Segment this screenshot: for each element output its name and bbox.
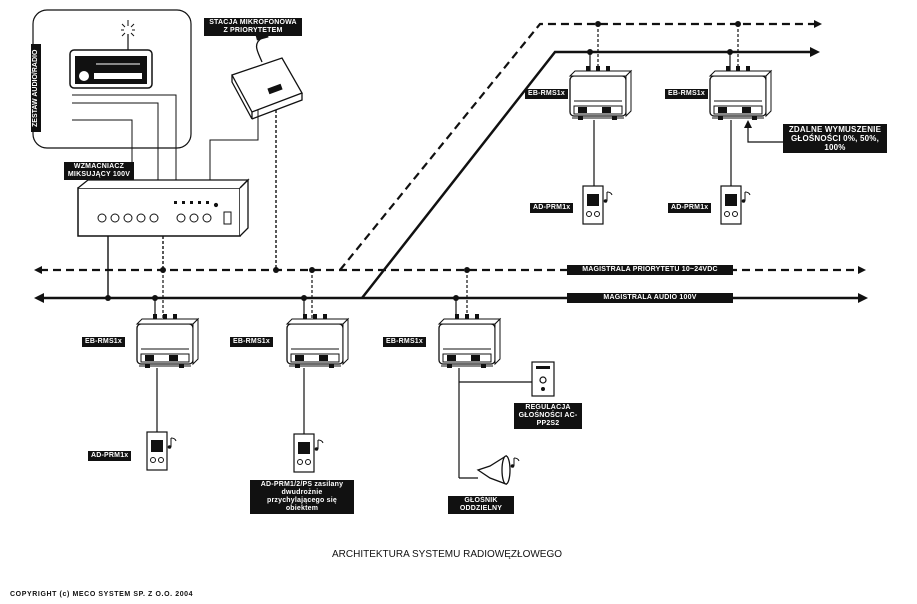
eb-rms-module-icon xyxy=(286,313,349,369)
bus-junctions xyxy=(105,21,741,301)
diagram-title: ARCHITEKTURA SYSTEMU RADIOWĘZŁOWEGO xyxy=(332,549,563,560)
amplifier-label: WZMACNIACZ MIKSUJĄCY 100V xyxy=(64,162,134,180)
upper-priority-bus xyxy=(339,20,822,271)
ad-prm-label: AD-PRM1x xyxy=(668,203,712,213)
bus-connections xyxy=(107,110,277,298)
wall-speaker-icon xyxy=(720,185,751,225)
eb-rms-module-icon xyxy=(569,65,632,121)
eb-rms-label: EB-RMS1x xyxy=(665,89,708,99)
wall-speaker-icon xyxy=(582,185,613,225)
wall-speaker-icon xyxy=(293,433,324,473)
eb-rms-label: EB-RMS1x xyxy=(82,337,125,347)
volume-control-icon xyxy=(531,361,555,397)
upper-audio-bus xyxy=(361,47,820,299)
volume-control-label: REGULACJA GŁOŚNOŚCI AC-PP2S2 xyxy=(514,403,582,429)
ad-prm-label: AD-PRM1x xyxy=(530,203,574,213)
arrow-up-icon xyxy=(744,120,752,128)
mic-station-label: STACJA MIKROFONOWA Z PRIORYTETEM xyxy=(204,18,302,36)
eb-rms-label: EB-RMS1x xyxy=(383,337,426,347)
desk-microphone-icon xyxy=(231,31,303,120)
eb-rms-label: EB-RMS1x xyxy=(230,337,273,347)
ad-prm-label: AD-PRM1x xyxy=(88,451,132,461)
upper-module-drops xyxy=(589,24,739,76)
eb-rms-module-icon xyxy=(136,313,199,369)
receiver-label: ZESTAW AUDIO/RADIO xyxy=(31,44,41,132)
priority-bus-label: MAGISTRALA PRIORYTETU 10~24VDC xyxy=(567,265,733,275)
priority-bus-line xyxy=(34,266,866,274)
speaker-feeds xyxy=(156,120,783,479)
ad-prm-ps-label: AD-PRM1/2/PS zasilany dwudrożnie przychy… xyxy=(250,480,354,514)
horn-speaker-label: GŁOŚNIK ODDZIELNY xyxy=(448,496,514,514)
copyright-text: COPYRIGHT (c) MECO SYSTEM SP. Z O.O. 200… xyxy=(10,591,194,598)
audio-bus-line xyxy=(34,293,868,303)
remote-switch-label: ZDALNE WYMUSZENIE GŁOŚNOŚCI 0%, 50%, 100… xyxy=(783,124,887,153)
eb-rms-label: EB-RMS1x xyxy=(525,89,568,99)
eb-rms-module-icon xyxy=(709,65,772,121)
horn-speaker-icon xyxy=(476,454,520,485)
mixing-amplifier-icon xyxy=(77,178,250,237)
audio-bus-label: MAGISTRALA AUDIO 100V xyxy=(567,293,733,303)
wall-speaker-icon xyxy=(146,431,177,471)
radio-receiver-icon xyxy=(69,20,153,89)
eb-rms-module-icon xyxy=(438,313,501,369)
